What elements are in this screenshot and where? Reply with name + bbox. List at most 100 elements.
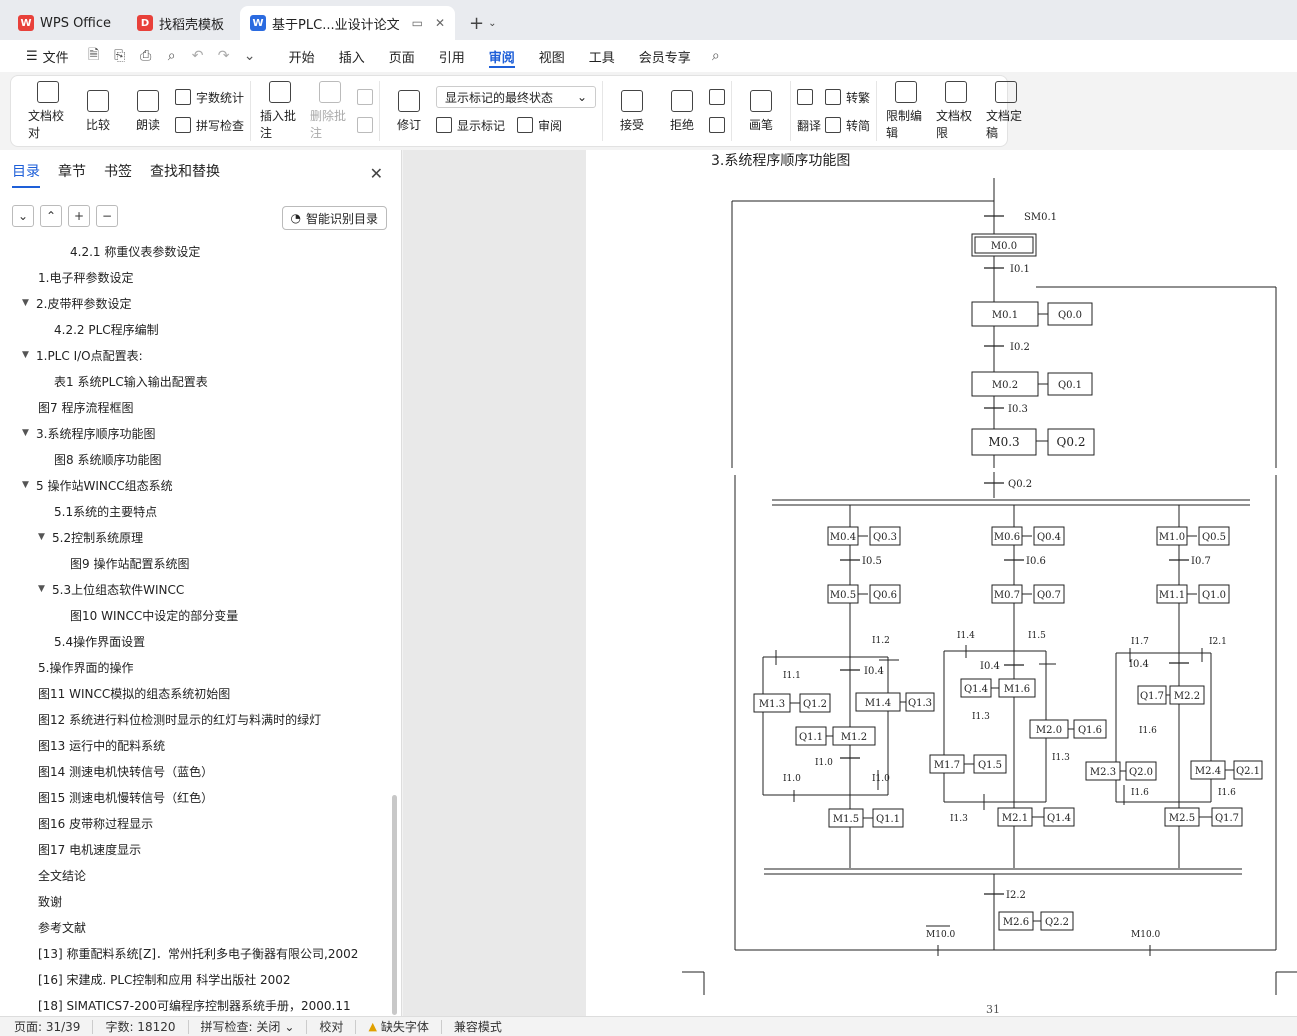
toc-scrollbar[interactable] [392,795,397,1015]
toc-item[interactable]: 4.2.1 称重仪表参数设定 [0,238,392,264]
toc-item[interactable]: 图14 测速电机快转信号（蓝色） [0,758,392,784]
toc-item[interactable]: [18] SIMATICS7-200可编程序控制器系统手册，2000.11 [0,992,392,1016]
compare-button[interactable]: 比较 [75,81,121,141]
menu-start[interactable]: 开始 [288,50,315,66]
toc-item[interactable]: 表1 系统PLC输入输出配置表 [0,368,392,394]
toc-item[interactable]: ▼ 3.系统程序顺序功能图 [0,420,392,446]
revise-button[interactable]: 修订 [386,81,432,141]
menu-review[interactable]: 审阅 [477,40,527,72]
translate-button[interactable]: 翻译 [797,114,821,136]
undo-icon[interactable]: ↶ [191,48,204,64]
toc-item[interactable]: ▼5 操作站WINCC组态系统 [0,472,392,498]
missing-font-status[interactable]: ▲ 缺失字体 [368,1019,442,1034]
toc-item[interactable]: 图8 系统顺序功能图 [0,446,392,472]
toc-item[interactable]: [13] 称重配料系统[Z]．常州托利多电子衡器有限公司,2002 [0,940,392,966]
close-tab-icon[interactable]: ✕ [434,16,446,30]
collapse-up-icon[interactable]: ⌃ [40,205,62,227]
save-icon[interactable]: 🗎 [88,47,100,63]
toc-item[interactable]: 5.操作界面的操作 [0,654,392,680]
print-preview-icon[interactable]: ⌕ [167,48,176,64]
toc-item[interactable]: 图7 程序流程框图 [0,394,392,420]
toc-item[interactable]: 图17 电机速度显示 [0,836,392,862]
toc-item[interactable]: 致谢 [0,888,392,914]
expand-arrow-icon[interactable]: ▼ [38,532,45,542]
tab-docer-template[interactable]: D 找稻壳模板 [127,6,234,40]
quick-access-more-icon[interactable]: ⌄ [243,48,256,64]
toc-item[interactable]: 图16 皮带称过程显示 [0,810,392,836]
menu-member[interactable]: 会员专享 [638,50,691,66]
toc-item[interactable]: 5.1系统的主要特点 [0,498,392,524]
delete-comment-button[interactable]: 删除批注 [307,81,353,141]
redo-icon[interactable]: ↷ [217,48,230,64]
expand-arrow-icon[interactable]: ▼ [38,584,45,594]
expand-arrow-icon[interactable]: ▼ [22,298,29,308]
add-heading-icon[interactable]: + [68,205,90,227]
pen-button[interactable]: 画笔 [738,81,784,141]
toc-item[interactable]: [16] 宋建成. PLC控制和应用 科学出版社 2002 [0,966,392,992]
toc-item[interactable]: ▼5.2控制系统原理 [0,524,392,550]
prev-comment-button[interactable] [357,86,374,108]
tab-toc[interactable]: 目录 [12,161,40,188]
toc-item[interactable]: 参考文献 [0,914,392,940]
expand-arrow-icon[interactable]: ▼ [22,480,29,490]
insert-comment-button[interactable]: 插入批注 [257,81,303,141]
menu-view[interactable]: 视图 [538,50,565,66]
tab-bookmarks[interactable]: 书签 [104,164,132,180]
reject-button[interactable]: 拒绝 [659,81,705,141]
finalize-button[interactable]: 文档定稿 [983,81,1029,141]
toc-item[interactable]: 图12 系统进行料位检测时显示的红灯与料满时的绿灯 [0,706,392,732]
search-icon[interactable]: ⌕ [711,48,720,64]
file-menu[interactable]: ☰ 文件 [14,40,81,72]
read-aloud-button[interactable]: 朗读 [125,81,171,141]
expand-arrow-icon[interactable]: ▼ [22,350,29,360]
word-count-indicator[interactable]: 字数: 18120 [105,1019,189,1034]
spell-check-button[interactable]: 拼写检查 [175,114,244,136]
to-traditional-button[interactable]: 转繁 [825,86,870,108]
toc-item[interactable]: ▼1.PLC I/O点配置表: [0,342,392,368]
translate-top-button[interactable] [797,86,821,108]
proof-status[interactable]: 校对 [319,1019,357,1034]
word-count-button[interactable]: 字数统计 [175,86,244,108]
toc-item[interactable]: 全文结论 [0,862,392,888]
review-pane-button[interactable]: 审阅 [517,114,562,136]
new-tab-button[interactable]: + ⌄ [461,6,504,40]
page-indicator[interactable]: 页面: 31/39 [14,1019,94,1034]
menu-tools[interactable]: 工具 [588,50,615,66]
tab-wps-office[interactable]: W WPS Office [8,6,121,40]
menu-reference[interactable]: 引用 [438,50,465,66]
next-comment-button[interactable] [357,114,374,136]
toc-item[interactable]: ▼5.3上位组态软件WINCC [0,576,392,602]
spell-check-status[interactable]: 拼写检查: 关闭 ⌄ [201,1019,308,1034]
tab-find-replace[interactable]: 查找和替换 [150,164,220,180]
next-change-button[interactable] [709,114,726,136]
tab-document[interactable]: W 基于PLC...业设计论文 ▭ ✕ [240,6,456,40]
tab-chapters[interactable]: 章节 [58,164,86,180]
prev-change-button[interactable] [709,86,726,108]
share-icon[interactable]: ⎘ [114,48,126,64]
toc-item[interactable]: 图10 WINCC中设定的部分变量 [0,602,392,628]
restrict-edit-button[interactable]: 限制编辑 [883,81,929,141]
menu-page[interactable]: 页面 [388,50,415,66]
menu-insert[interactable]: 插入 [338,50,365,66]
to-simplified-button[interactable]: 转简 [825,114,870,136]
toc-item[interactable]: 图13 运行中的配料系统 [0,732,392,758]
show-markup-button[interactable]: 显示标记 [436,114,505,136]
toc-item[interactable]: 4.2.2 PLC程序编制 [0,316,392,342]
expand-down-icon[interactable]: ⌄ [12,205,34,227]
doc-permission-button[interactable]: 文档权限 [933,81,979,141]
smart-toc-button[interactable]: ◔ 智能识别目录 [281,206,387,230]
toc-item[interactable]: 图9 操作站配置系统图 [0,550,392,576]
doc-check-button[interactable]: 文档校对 [25,81,71,141]
window-mode-icon[interactable]: ▭ [411,16,423,30]
accept-button[interactable]: 接受 [609,81,655,141]
toc-item[interactable]: 1.电子秤参数设定 [0,264,392,290]
toc-item[interactable]: 图15 测速电机慢转信号（红色） [0,784,392,810]
toc-item[interactable]: ▼2.皮带秤参数设定 [0,290,392,316]
close-pane-icon[interactable]: ✕ [369,164,383,183]
print-icon[interactable]: ⎙ [140,48,152,64]
toc-item[interactable]: 5.4操作界面设置 [0,628,392,654]
markup-state-select[interactable]: 显示标记的最终状态 ⌄ [436,86,597,108]
toc-item[interactable]: 图11 WINCC模拟的组态系统初始图 [0,680,392,706]
expand-arrow-icon[interactable]: ▼ [22,428,29,438]
remove-heading-icon[interactable]: − [96,205,118,227]
